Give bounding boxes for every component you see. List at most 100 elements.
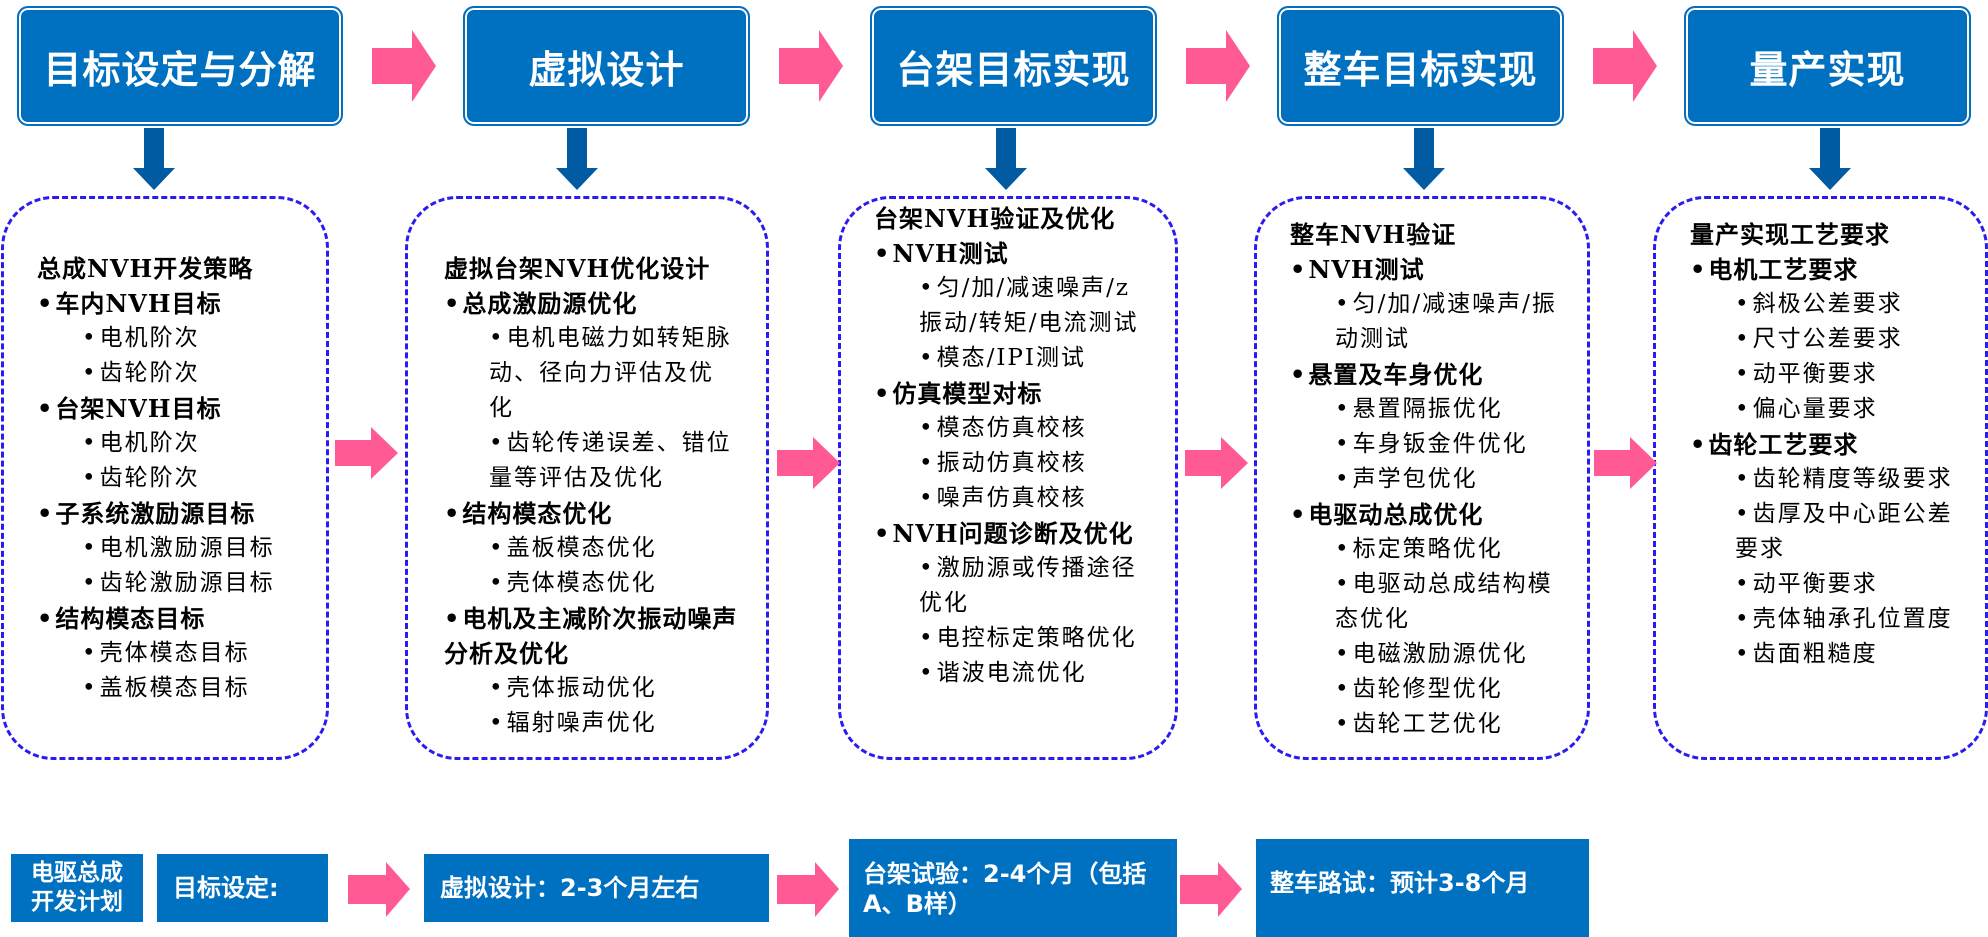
stage-detail-title: 整车NVH验证 [1290,220,1457,249]
stage-subitem: •动平衡要求 [1735,571,1878,597]
stage-header-bench: 台架目标实现 [870,6,1157,126]
stage-subitem: •悬置隔振优化 [1335,396,1503,422]
flow-arrow-right-icon [348,862,410,917]
flow-arrow-right-icon [1186,30,1250,102]
stage-subitem: •电驱动总成结构模态优化 [1335,571,1553,632]
plan-step-virtual-design: 虚拟设计：2-3个月左右 [424,854,769,922]
stage-subitem: •电控标定策略优化 [919,625,1137,651]
stage-detail-target-setting: 总成NVH开发策略 •车内NVH目标 •电机阶次 •齿轮阶次 •台架NVH目标 … [1,196,329,760]
stage-detail-virtual-design: 虚拟台架NVH优化设计 •总成激励源优化 •电机电磁力如转矩脉动、径向力评估及优… [405,196,769,760]
down-arrow-icon [1809,128,1851,190]
flow-arrow-right-icon [1185,437,1248,489]
stage-item: •齿轮工艺要求 [1690,430,1859,459]
stage-subitem: •标定策略优化 [1335,536,1503,562]
stage-subitem: •车身钣金件优化 [1335,431,1528,457]
down-arrow-icon [556,128,598,190]
stage-subitem: •齿轮精度等级要求 [1735,466,1953,492]
stage-subitem: •齿轮激励源目标 [82,570,275,596]
stage-item: •电机及主减阶次振动噪声分析及优化 [444,604,738,668]
flow-arrow-right-icon [335,427,398,479]
stage-item: •总成激励源优化 [444,289,638,318]
plan-label-line2: 开发计划 [31,889,123,915]
stage-header-label: 目标设定与分解 [43,47,317,92]
stage-subitem: •壳体模态目标 [82,640,250,666]
stage-subitem: •齿轮修型优化 [1335,676,1503,702]
flow-arrow-right-icon [777,862,839,917]
flow-arrow-right-icon [1180,862,1242,917]
stage-subitem: •盖板模态优化 [489,535,657,561]
plan-step-bench-test: 台架试验：2-4个月（包括A、B样） [849,839,1177,937]
plan-step-label: 整车路试：预计3-8个月 [1270,869,1530,897]
stage-item: •电机工艺要求 [1690,255,1859,284]
stage-header-label: 虚拟设计 [528,47,685,92]
plan-step-vehicle-road-test: 整车路试：预计3-8个月 [1256,839,1589,937]
stage-detail-title: 虚拟台架NVH优化设计 [444,254,711,283]
stage-subitem: •谐波电流优化 [919,660,1087,686]
stage-subitem: •激励源或传播途径优化 [919,555,1137,616]
stage-subitem: •盖板模态目标 [82,675,250,701]
stage-subitem: •壳体轴承孔位置度 [1735,606,1953,632]
stage-subitem: •齿轮阶次 [82,465,200,491]
stage-subitem: •电机电磁力如转矩脉动、径向力评估及优化 [489,325,732,421]
stage-item: •结构模态优化 [444,499,613,528]
stage-subitem: •模态/IPI测试 [919,345,1086,371]
stage-subitem: •偏心量要求 [1735,396,1878,422]
stage-header-label: 量产实现 [1749,47,1906,92]
stage-detail-title: 总成NVH开发策略 [37,254,254,283]
stage-subitem: •动平衡要求 [1735,361,1878,387]
stage-item: •NVH测试 [874,239,1009,268]
plan-label: 电驱总成 开发计划 [11,854,143,922]
stage-item: •台架NVH目标 [37,394,222,423]
stage-detail-mass-production: 量产实现工艺要求 •电机工艺要求 •斜极公差要求 •尺寸公差要求 •动平衡要求 … [1653,196,1988,760]
stage-subitem: •齿面粗糙度 [1735,641,1878,667]
plan-label-line1: 电驱总成 [31,860,123,886]
stage-subitem: •声学包优化 [1335,466,1478,492]
stage-item: •子系统激励源目标 [37,499,256,528]
down-arrow-icon [985,128,1027,190]
plan-step-label: 虚拟设计：2-3个月左右 [440,874,700,902]
stage-subitem: •壳体模态优化 [489,570,657,596]
stage-subitem: •匀/加/减速噪声/振动测试 [1335,291,1557,352]
stage-subitem: •齿厚及中心距公差要求 [1735,501,1953,562]
plan-step-target-setting: 目标设定: [157,854,328,922]
stage-detail-title: 台架NVH验证及优化 [874,204,1116,233]
stage-subitem: •齿轮工艺优化 [1335,711,1503,737]
stage-subitem: •壳体振动优化 [489,675,657,701]
flow-arrow-right-icon [1593,30,1657,102]
stage-item: •悬置及车身优化 [1290,360,1484,389]
stage-header-virtual-design: 虚拟设计 [463,6,750,126]
stage-subitem: •齿轮传递误差、错位量等评估及优化 [489,430,732,491]
stage-subitem: •噪声仿真校核 [919,485,1087,511]
stage-item: •NVH测试 [1290,255,1425,284]
stage-item: •结构模态目标 [37,604,206,633]
stage-subitem: •斜极公差要求 [1735,291,1903,317]
stage-subitem: •振动仿真校核 [919,450,1087,476]
stage-detail-vehicle: 整车NVH验证 •NVH测试 •匀/加/减速噪声/振动测试 •悬置及车身优化 •… [1254,196,1590,760]
flow-arrow-right-icon [1594,437,1657,489]
plan-step-label: 台架试验：2-4个月（包括A、B样） [863,860,1147,918]
down-arrow-icon [133,128,175,190]
stage-subitem: •匀/加/减速噪声/z振动/转矩/电流测试 [919,275,1139,336]
stage-subitem: •辐射噪声优化 [489,710,657,736]
stage-detail-title: 量产实现工艺要求 [1690,220,1890,249]
stage-header-mass-production: 量产实现 [1684,6,1971,126]
stage-header-label: 台架目标实现 [896,47,1131,92]
stage-item: •NVH问题诊断及优化 [874,519,1134,548]
plan-step-label: 目标设定: [173,874,279,902]
flow-arrow-right-icon [779,30,843,102]
stage-subitem: •电机阶次 [82,430,200,456]
stage-header-target-setting: 目标设定与分解 [17,6,343,126]
stage-subitem: •电机阶次 [82,325,200,351]
stage-subitem: •电磁激励源优化 [1335,641,1528,667]
stage-subitem: •齿轮阶次 [82,360,200,386]
stage-item: •电驱动总成优化 [1290,500,1484,529]
flow-arrow-right-icon [777,437,840,489]
stage-header-vehicle: 整车目标实现 [1277,6,1564,126]
stage-subitem: •电机激励源目标 [82,535,275,561]
stage-item: •仿真模型对标 [874,379,1043,408]
stage-subitem: •尺寸公差要求 [1735,326,1903,352]
stage-item: •车内NVH目标 [37,289,222,318]
stage-header-label: 整车目标实现 [1303,47,1538,92]
flow-arrow-right-icon [372,30,436,102]
stage-detail-bench: 台架NVH验证及优化 •NVH测试 •匀/加/减速噪声/z振动/转矩/电流测试 … [838,196,1178,760]
